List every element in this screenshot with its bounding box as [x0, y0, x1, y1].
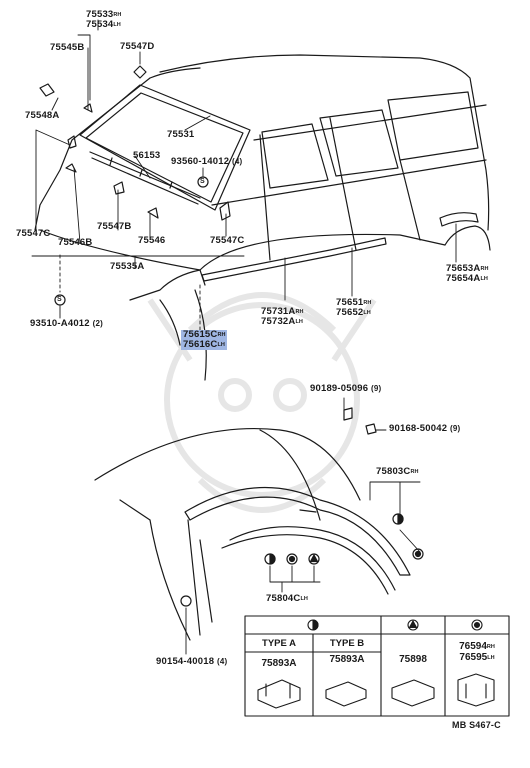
label-75616C: 75616CLH	[181, 339, 227, 350]
vehicle-body-lower	[94, 427, 361, 641]
label-75531: 75531	[167, 129, 195, 140]
label-93510-A4012: 93510-A4012 (2)	[30, 318, 104, 329]
label-90154-40018: 90154-40018 (4)	[156, 656, 228, 667]
label-75533: 75533RH	[86, 9, 122, 20]
table-cell-76594: 76594RH	[459, 641, 495, 652]
label-75535A: 75535A	[110, 261, 145, 272]
table-header-type-a: TYPE A	[262, 638, 296, 649]
label-93560-14012: 93560-14012 (4)	[171, 156, 243, 167]
table-cell-75893A-type-a: 75893A	[261, 658, 297, 669]
label-75546: 75546	[138, 235, 166, 246]
label-56153: 56153	[133, 150, 161, 161]
label-75653A: 75653ARH	[446, 263, 489, 274]
clip-icon-90154	[180, 595, 192, 607]
label-75545B: 75545B	[50, 42, 85, 53]
label-75654A: 75654ALH	[446, 273, 488, 284]
table-cell-75898: 75898	[399, 654, 427, 665]
fender-flare-75803C	[184, 486, 411, 636]
windshield-molding-75531	[79, 84, 251, 211]
label-90168-50042: 90168-50042 (9)	[389, 423, 461, 434]
screw-s-icon-93510	[54, 294, 66, 306]
vehicle-body-upper	[34, 54, 491, 381]
rear-window	[387, 91, 479, 161]
label-75547B: 75547B	[97, 221, 132, 232]
label-75615C: 75615CRH	[181, 329, 228, 340]
label-75547C-left: 75547C	[16, 228, 51, 239]
label-75652: 75652LH	[336, 307, 371, 318]
clip-icon-90189	[343, 407, 353, 421]
screw-s-mark-93560: S	[200, 178, 205, 185]
label-75651: 75651RH	[336, 297, 372, 308]
front-side-window	[261, 123, 329, 189]
screw-s-icon-93560	[197, 176, 209, 188]
rear-arch-molding-75653A	[439, 212, 479, 227]
label-75547C-right: 75547C	[210, 235, 245, 246]
screw-s-mark-93510: S	[57, 296, 62, 303]
label-75534: 75534LH	[86, 19, 121, 30]
cowl-strip-56153	[89, 151, 201, 205]
figure-code: MB S467-C	[452, 720, 501, 730]
leader-lines-upper	[31, 19, 457, 331]
type-triangle-marker-icon-lh	[308, 553, 320, 565]
clip-icon-90168	[365, 423, 377, 435]
type-dot-marker-icon-lh	[286, 553, 298, 565]
leader-lines-lower	[185, 397, 421, 655]
label-75731A: 75731ARH	[261, 306, 304, 317]
label-75547D: 75547D	[120, 41, 155, 52]
retainer-table	[244, 615, 510, 717]
label-75732A: 75732ALH	[261, 316, 303, 327]
label-75548A: 75548A	[25, 110, 60, 121]
table-header-type-b: TYPE B	[329, 638, 365, 649]
watermark-emblem	[147, 292, 377, 513]
rear-side-window	[319, 109, 399, 177]
type-dot-marker-icon	[412, 548, 424, 560]
label-75804C: 75804CLH	[266, 593, 308, 604]
side-molding	[199, 237, 387, 286]
label-90189-05096: 90189-05096 (9)	[310, 383, 382, 394]
table-cell-75893A-type-b: 75893A	[329, 654, 365, 665]
label-75803C: 75803CRH	[376, 466, 419, 477]
table-cell-76595: 76595LH	[459, 652, 495, 663]
label-75546B: 75546B	[58, 237, 93, 248]
